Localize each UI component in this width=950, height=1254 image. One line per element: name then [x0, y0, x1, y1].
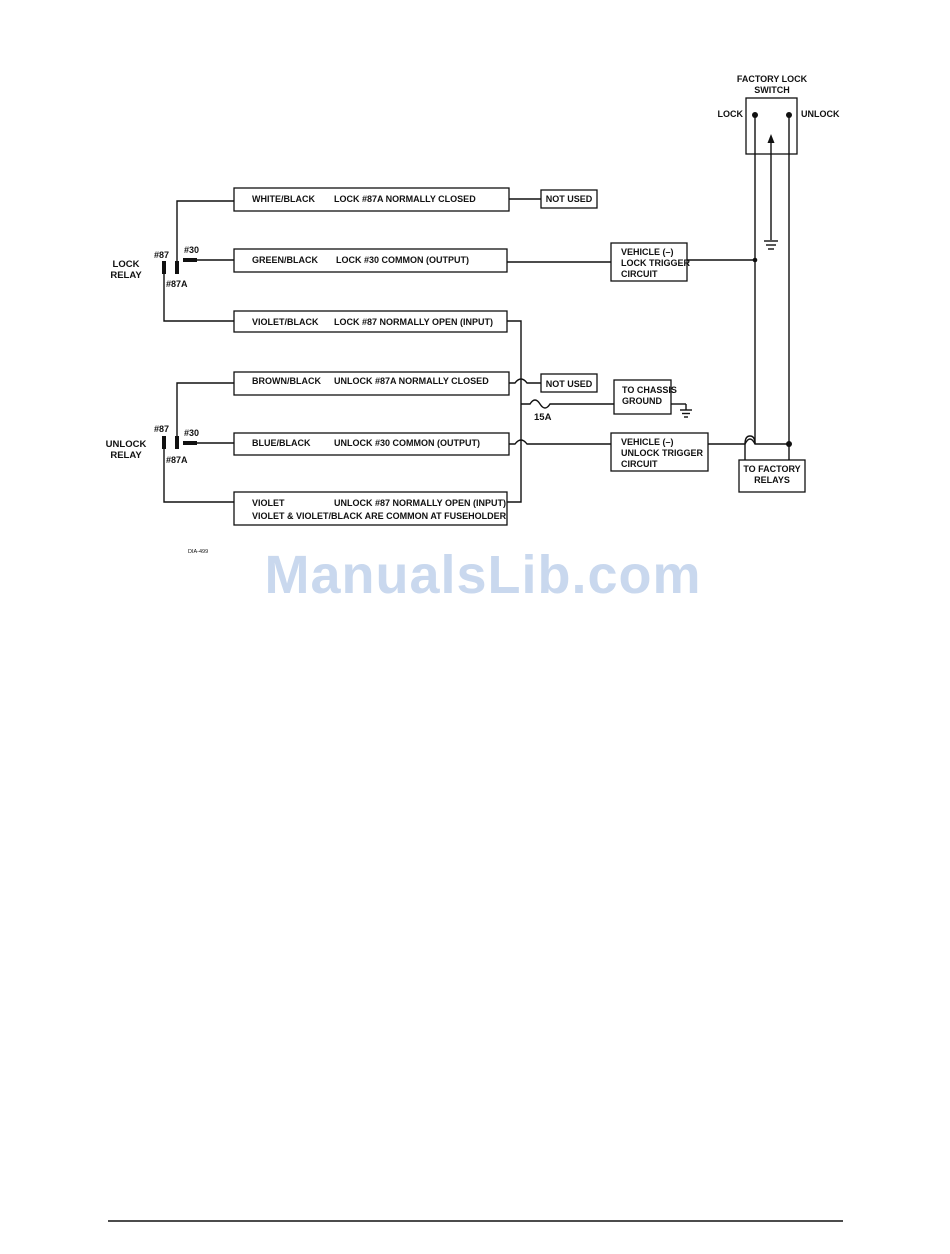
wire-box-violet-black: VIOLET/BLACK LOCK #87 NORMALLY OPEN (INP… — [233, 310, 508, 333]
lock-relay-label-line2: RELAY — [110, 270, 142, 281]
chassis-line1: TO CHASSIS — [622, 385, 677, 395]
unlock-relay-label-line2: RELAY — [110, 450, 142, 461]
lock-trigger-line2: LOCK TRIGGER — [621, 258, 690, 268]
wire-box-white-black: WHITE/BLACK LOCK #87A NORMALLY CLOSED — [233, 187, 510, 212]
lock-relay-pin30: #30 — [184, 245, 199, 255]
factory-relays-box: TO FACTORY RELAYS — [738, 459, 806, 493]
wire-color: GREEN/BLACK — [252, 255, 319, 265]
unlock-trigger-box: VEHICLE (–) UNLOCK TRIGGER CIRCUIT — [610, 432, 709, 472]
lock-trigger-box: VEHICLE (–) LOCK TRIGGER CIRCUIT — [610, 242, 690, 282]
switch-unlock-label: UNLOCK — [801, 109, 840, 119]
not-used-label: NOT USED — [546, 379, 593, 389]
unlock-relay-pin87a: #87A — [166, 455, 188, 465]
switch-title-line2: SWITCH — [754, 85, 790, 95]
lock-relay-pin87: #87 — [154, 250, 169, 260]
switch-lock-label: LOCK — [718, 109, 744, 119]
wire-box-brown-black: BROWN/BLACK UNLOCK #87A NORMALLY CLOSED — [233, 371, 510, 396]
wire-color: BROWN/BLACK — [252, 376, 321, 386]
wire-desc: LOCK #30 COMMON (OUTPUT) — [336, 255, 469, 265]
wire-box-green-black: GREEN/BLACK LOCK #30 COMMON (OUTPUT) — [233, 248, 508, 273]
unlock-relay-pin30: #30 — [184, 428, 199, 438]
fuse-symbol — [521, 399, 614, 409]
factory-relays-line1: TO FACTORY — [743, 464, 800, 474]
wire-desc: LOCK #87A NORMALLY CLOSED — [334, 194, 476, 204]
wire-color: VIOLET/BLACK — [252, 317, 319, 327]
diagram-id: DIA-499 — [188, 549, 208, 555]
wire-desc: UNLOCK #87A NORMALLY CLOSED — [334, 376, 489, 386]
factory-relays-line2: RELAYS — [754, 475, 790, 485]
unlock-trigger-line1: VEHICLE (–) — [621, 437, 674, 447]
wire-note: VIOLET & VIOLET/BLACK ARE COMMON AT FUSE… — [252, 511, 507, 521]
unlock-relay-pin87: #87 — [154, 424, 169, 434]
lock-trigger-line3: CIRCUIT — [621, 269, 658, 279]
wire-desc: UNLOCK #87 NORMALLY OPEN (INPUT) — [334, 498, 506, 508]
not-used-box-1: NOT USED — [540, 189, 598, 209]
lock-relay-pin87a: #87A — [166, 279, 188, 289]
chassis-ground-box: TO CHASSIS GROUND — [613, 379, 677, 415]
unlock-trigger-line3: CIRCUIT — [621, 459, 658, 469]
wire-color: VIOLET — [252, 498, 285, 508]
wire-color: BLUE/BLACK — [252, 438, 311, 448]
switch-arrow-icon — [767, 134, 775, 143]
watermark: ManualsLib.com — [264, 545, 701, 605]
wire-desc: UNLOCK #30 COMMON (OUTPUT) — [334, 438, 480, 448]
wire-desc: LOCK #87 NORMALLY OPEN (INPUT) — [334, 317, 493, 327]
fuse-label: 15A — [534, 412, 552, 423]
chassis-line2: GROUND — [622, 396, 662, 406]
not-used-box-2: NOT USED — [540, 373, 598, 393]
unlock-relay-label-line1: UNLOCK — [106, 439, 147, 450]
wire-box-violet: VIOLET UNLOCK #87 NORMALLY OPEN (INPUT) … — [233, 491, 508, 526]
wire-box-blue-black: BLUE/BLACK UNLOCK #30 COMMON (OUTPUT) — [233, 432, 510, 456]
switch-title-line1: FACTORY LOCK — [737, 74, 808, 84]
lock-relay-label-line1: LOCK — [113, 259, 140, 270]
unlock-trigger-line2: UNLOCK TRIGGER — [621, 448, 703, 458]
not-used-label: NOT USED — [546, 194, 593, 204]
lock-trigger-line1: VEHICLE (–) — [621, 247, 674, 257]
wire-color: WHITE/BLACK — [252, 194, 315, 204]
